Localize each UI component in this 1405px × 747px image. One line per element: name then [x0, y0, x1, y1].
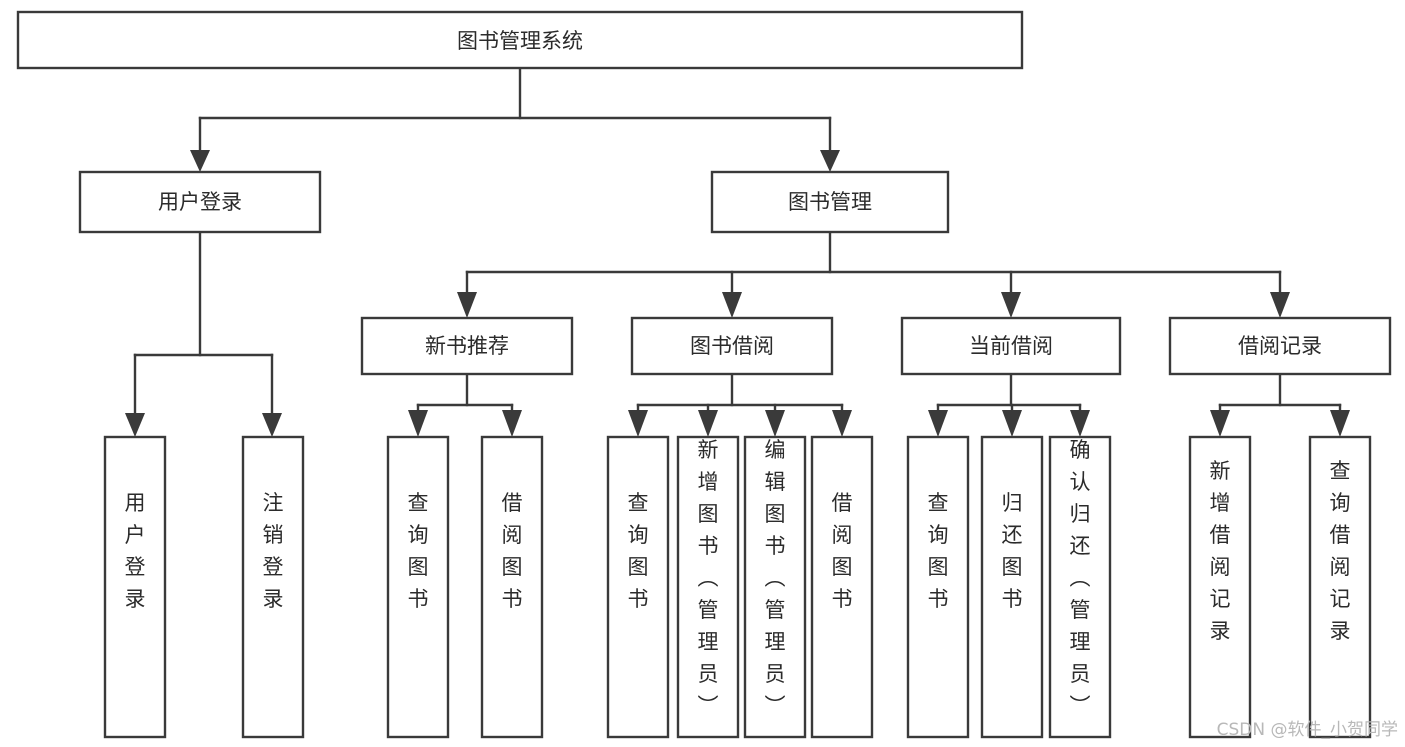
leaf-node-user-login-action[interactable]: 用户登录: [103, 435, 167, 739]
arrow-head-book-borrow: [722, 292, 742, 318]
arrow-head-br-leaf2: [1330, 410, 1350, 437]
arrow-head-bb-leaf4: [832, 410, 852, 437]
leaf-cb-return-book-box[interactable]: [980, 435, 1044, 739]
arrow-head-bb-leaf2: [698, 410, 718, 437]
arrow-head-nb-leaf1: [408, 410, 428, 437]
leaf-node-bb-edit-book-admin[interactable]: 编辑图书︵管理员︶: [743, 435, 807, 739]
leaf-user-login-label: 用户登录: [125, 491, 146, 611]
node-current-borrow-label: 当前借阅: [969, 334, 1053, 358]
node-current-borrow[interactable]: 当前借阅: [900, 316, 1122, 376]
leaf-node-logout[interactable]: 注销登录: [241, 435, 305, 739]
node-root-box[interactable]: [16, 10, 1024, 70]
node-new-book-recommend[interactable]: 新书推荐: [360, 316, 574, 376]
connector-layer: [125, 66, 1350, 437]
leaf-node-bb-query-book[interactable]: 查询图书: [606, 435, 670, 739]
leaf-node-cb-return-book[interactable]: 归还图书: [980, 435, 1044, 739]
node-new-book-recommend-label: 新书推荐: [425, 334, 509, 358]
leaf-bb-edit-book-label: 编辑图书︵管理员︶: [765, 438, 786, 718]
leaf-br-add-record-box[interactable]: [1188, 435, 1252, 739]
leaf-nb-query-book-label: 查询图书: [408, 491, 429, 611]
arrow-head-new-book: [457, 292, 477, 318]
arrow-head-br-leaf1: [1210, 410, 1230, 437]
leaf-node-bb-borrow-book[interactable]: 借阅图书: [810, 435, 874, 739]
leaf-node-bb-add-book-admin[interactable]: 新增图书︵管理员︶: [676, 435, 740, 739]
node-user-login[interactable]: 用户登录: [78, 170, 322, 234]
leaf-br-add-record-label: 新增借阅记录: [1210, 459, 1231, 643]
arrow-head-cb-leaf3: [1070, 410, 1090, 437]
node-book-management-label: 图书管理: [788, 190, 872, 214]
node-current-borrow-box[interactable]: [900, 316, 1122, 376]
leaf-cb-confirm-return-box[interactable]: [1048, 435, 1112, 739]
arrow-head-cb-leaf1: [928, 410, 948, 437]
node-book-borrow-box[interactable]: [630, 316, 834, 376]
leaf-br-query-record-box[interactable]: [1308, 435, 1372, 739]
leaf-node-br-query-record[interactable]: 查询借阅记录: [1308, 435, 1372, 739]
node-new-book-recommend-box[interactable]: [360, 316, 574, 376]
leaf-node-cb-confirm-return-admin[interactable]: 确认归还︵管理员︶: [1048, 435, 1112, 739]
node-user-login-box[interactable]: [78, 170, 322, 234]
arrow-head-user-login: [190, 150, 210, 172]
leaf-logout-box[interactable]: [241, 435, 305, 739]
arrow-head-leaf-logout: [262, 413, 282, 437]
leaf-bb-query-book-label: 查询图书: [628, 491, 649, 611]
node-user-login-label: 用户登录: [158, 190, 242, 214]
leaf-bb-add-book-label: 新增图书︵管理员︶: [698, 438, 719, 718]
leaf-bb-borrow-book-label: 借阅图书: [832, 491, 853, 611]
leaf-node-nb-query-book[interactable]: 查询图书: [386, 435, 450, 739]
arrow-head-cb-leaf2: [1002, 410, 1022, 437]
node-book-management[interactable]: 图书管理: [710, 170, 950, 234]
leaf-nb-borrow-book-label: 借阅图书: [502, 491, 523, 611]
leaf-user-login-box[interactable]: [103, 435, 167, 739]
arrow-head-book-manage: [820, 150, 840, 172]
leaf-logout-label: 注销登录: [263, 491, 284, 611]
leaf-bb-query-book-box[interactable]: [606, 435, 670, 739]
leaf-bb-add-book-box[interactable]: [676, 435, 740, 739]
node-root-label: 图书管理系统: [457, 29, 583, 53]
node-book-borrow[interactable]: 图书借阅: [630, 316, 834, 376]
node-borrow-record-label: 借阅记录: [1238, 334, 1322, 358]
leaf-node-br-add-record[interactable]: 新增借阅记录: [1188, 435, 1252, 739]
node-borrow-record-box[interactable]: [1168, 316, 1392, 376]
node-book-borrow-label: 图书借阅: [690, 334, 774, 358]
leaf-node-nb-borrow-book[interactable]: 借阅图书: [480, 435, 544, 739]
arrow-head-current-borrow: [1001, 292, 1021, 318]
leaf-nb-query-book-box[interactable]: [386, 435, 450, 739]
leaf-node-cb-query-book[interactable]: 查询图书: [906, 435, 970, 739]
node-book-management-box[interactable]: [710, 170, 950, 234]
leaf-cb-return-book-label: 归还图书: [1002, 491, 1023, 611]
leaf-cb-query-book-label: 查询图书: [928, 491, 949, 611]
watermark-label: CSDN @软件_小贺同学: [1217, 720, 1398, 740]
arrow-head-bb-leaf3: [765, 410, 785, 437]
leaf-cb-confirm-return-label: 确认归还︵管理员︶: [1070, 438, 1091, 718]
leaf-cb-query-book-box[interactable]: [906, 435, 970, 739]
arrow-head-leaf-user-login: [125, 413, 145, 437]
leaf-bb-edit-book-box[interactable]: [743, 435, 807, 739]
node-root-book-management-system[interactable]: 图书管理系统: [16, 10, 1024, 70]
leaf-nb-borrow-book-box[interactable]: [480, 435, 544, 739]
arrow-head-nb-leaf2: [502, 410, 522, 437]
node-borrow-record[interactable]: 借阅记录: [1168, 316, 1392, 376]
leaf-br-query-record-label: 查询借阅记录: [1330, 459, 1351, 643]
arrow-head-bb-leaf1: [628, 410, 648, 437]
arrow-head-borrow-record: [1270, 292, 1290, 318]
leaf-bb-borrow-book-box[interactable]: [810, 435, 874, 739]
